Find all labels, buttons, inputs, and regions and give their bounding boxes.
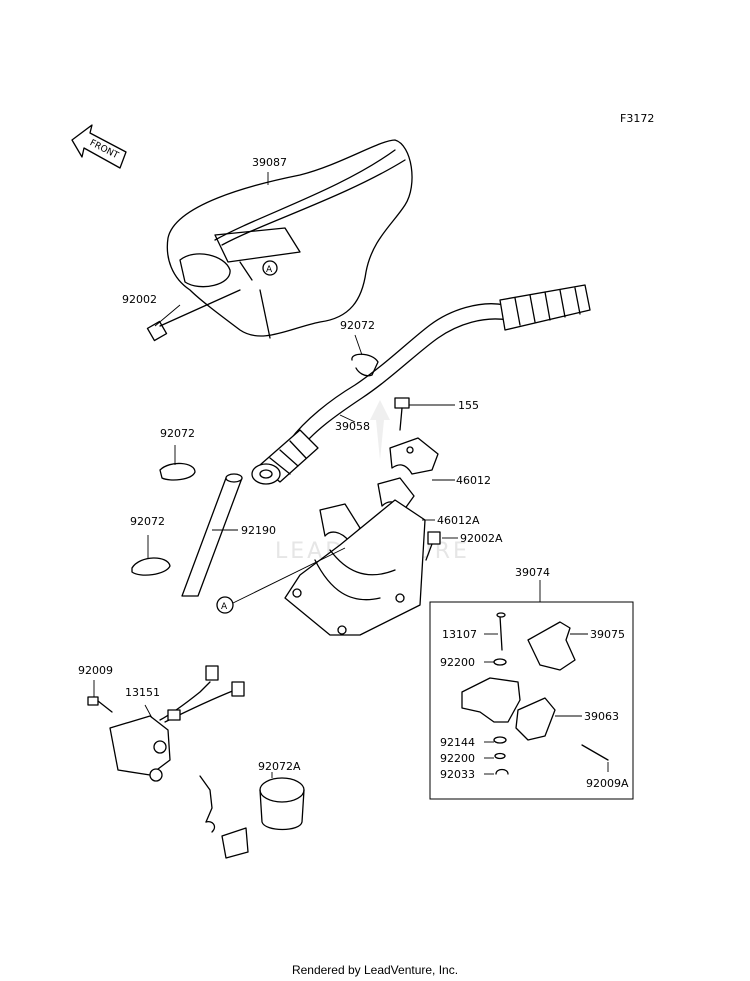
clamp-46012	[389, 437, 439, 475]
label-39063: 39063	[584, 710, 619, 723]
label-46012: 46012	[456, 474, 491, 487]
label-46012a: 46012A	[437, 514, 480, 527]
label-13151: 13151	[125, 686, 160, 699]
label-92072a: 92072A	[258, 760, 301, 773]
label-39075: 39075	[590, 628, 625, 641]
ref-a-letter: A	[266, 265, 273, 275]
clamp-46012a	[284, 477, 426, 636]
label-39087: 39087	[252, 156, 287, 169]
label-92200-a: 92200	[440, 656, 475, 669]
bolt-92002a	[425, 531, 441, 561]
label-39058: 39058	[335, 420, 370, 433]
label-92200-b: 92200	[440, 752, 475, 765]
leader-lines	[93, 172, 609, 778]
label-92144: 92144	[440, 736, 475, 749]
screw-92002	[146, 289, 241, 342]
front-arrow-icon: FRONT	[71, 124, 127, 169]
label-92072-mid: 92072	[160, 427, 195, 440]
screw-92009	[87, 696, 113, 713]
label-92002: 92002	[122, 293, 157, 306]
tube-92190	[181, 473, 243, 597]
cable-tie-mid	[159, 462, 196, 481]
label-92002a: 92002A	[460, 532, 503, 545]
label-92009: 92009	[78, 664, 113, 677]
figure-code: F3172	[620, 112, 654, 125]
cable-tie-top	[351, 353, 379, 377]
ref-a-top: A	[262, 260, 278, 276]
ref-a-letter-bottom: A	[221, 602, 228, 612]
cable-tie-low	[131, 557, 171, 576]
ref-a-bottom: A	[216, 547, 346, 614]
handlebar-cover	[166, 139, 413, 339]
label-92009a: 92009A	[586, 777, 629, 790]
handlebar	[251, 284, 591, 485]
lanyard-92072a	[199, 775, 305, 859]
label-155: 155	[458, 399, 479, 412]
label-92190: 92190	[241, 524, 276, 537]
bolt-155	[394, 397, 410, 431]
switch-13151	[109, 665, 245, 782]
part-labels: 39087 92002 92072 155 92072 39058 46012 …	[78, 156, 629, 790]
label-39074: 39074	[515, 566, 550, 579]
label-92072-low: 92072	[130, 515, 165, 528]
label-92072-top: 92072	[340, 319, 375, 332]
switch-assembly-box	[429, 580, 634, 800]
label-13107: 13107	[442, 628, 477, 641]
label-92033: 92033	[440, 768, 475, 781]
footer-credit: Rendered by LeadVenture, Inc.	[291, 963, 459, 977]
